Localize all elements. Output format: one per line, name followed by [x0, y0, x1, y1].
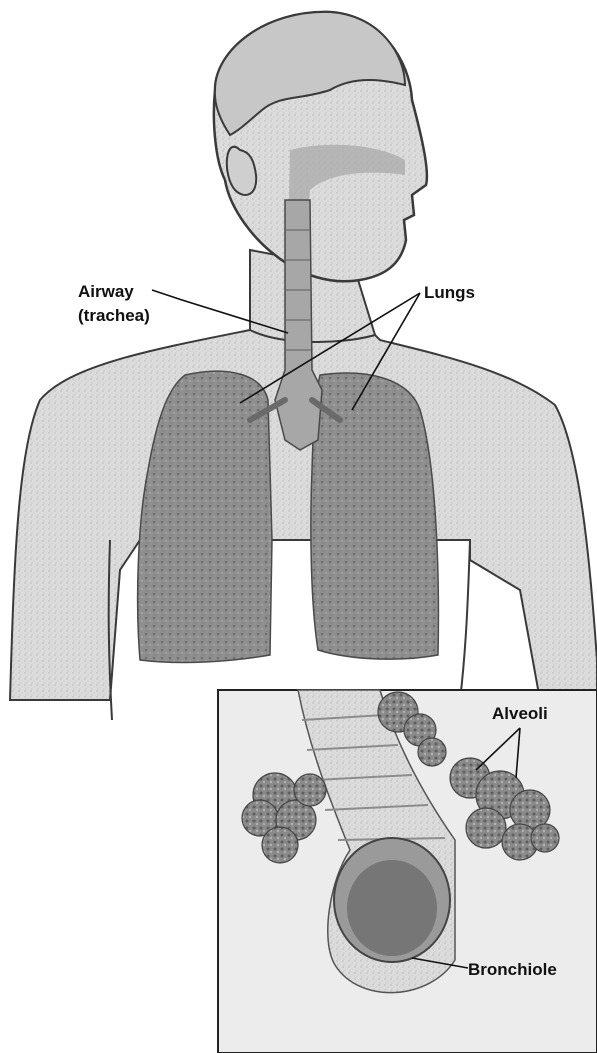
trachea-label: (trachea) — [78, 306, 150, 325]
bronchiole-lumen — [347, 860, 437, 956]
alveoli-label: Alveoli — [492, 704, 548, 723]
airway-label: Airway — [78, 282, 134, 301]
right-arm-line — [460, 540, 470, 700]
lungs-label: Lungs — [424, 283, 475, 302]
bronchiole-label: Bronchiole — [468, 960, 557, 979]
